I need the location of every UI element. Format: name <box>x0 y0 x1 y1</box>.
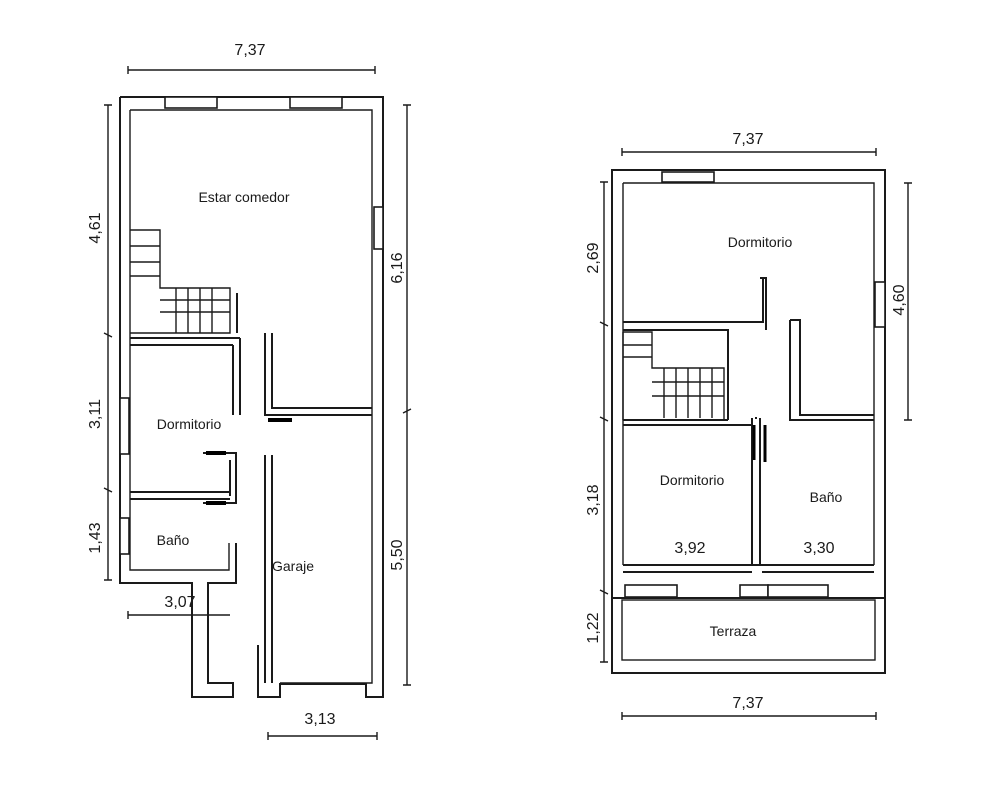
ground-room-bedroom: Dormitorio <box>157 416 222 432</box>
upper-window-bedroom <box>624 584 678 598</box>
ground-floor-plan: Estar comedor Dormitorio Baño Garaje 7,3… <box>87 42 412 740</box>
upper-dimension-lines <box>599 148 912 720</box>
ground-outer-wall <box>119 96 384 698</box>
ground-inner-wall <box>129 109 373 684</box>
ground-door-bath <box>206 451 226 505</box>
ground-dim-top-width: 7,37 <box>234 42 265 59</box>
ground-staircase <box>130 229 238 334</box>
ground-dim-right-upper: 6,16 <box>389 252 406 283</box>
upper-dim-left-upper: 2,69 <box>585 242 602 273</box>
upper-window-bath <box>767 584 829 598</box>
upper-interior-walls <box>623 277 874 573</box>
ground-room-living: Estar comedor <box>198 189 289 205</box>
upper-terrace-area <box>621 599 876 661</box>
upper-dim-bottom-width: 7,37 <box>732 695 763 712</box>
upper-window-right <box>874 281 886 328</box>
upper-floor-plan: Dormitorio Dormitorio Baño Terraza 7,37 … <box>585 131 912 720</box>
ground-dimension-lines <box>103 66 412 740</box>
ground-room-garage: Garaje <box>272 558 314 574</box>
ground-window-left-bath <box>119 517 130 555</box>
ground-dim-bottom-left: 3,07 <box>164 594 195 611</box>
upper-dim-inner-left: 3,92 <box>674 540 705 557</box>
ground-dim-left-lower: 1,43 <box>87 522 104 553</box>
ground-window-right <box>373 206 384 250</box>
upper-dim-right-upper: 4,60 <box>891 284 908 315</box>
upper-window-middle <box>739 584 769 598</box>
upper-room-bath: Baño <box>810 489 843 505</box>
upper-window-top <box>661 171 715 183</box>
upper-dim-left-middle: 3,18 <box>585 484 602 515</box>
upper-room-bedroom-top: Dormitorio <box>728 234 793 250</box>
ground-dim-right-lower: 5,50 <box>389 539 406 570</box>
upper-door-marks <box>752 425 767 462</box>
upper-room-terrace: Terraza <box>710 623 757 639</box>
ground-dim-left-upper: 4,61 <box>87 212 104 243</box>
ground-window-left-bedroom <box>119 397 130 455</box>
ground-dim-left-middle: 3,11 <box>87 399 104 429</box>
ground-room-bath: Baño <box>157 532 190 548</box>
upper-room-bedroom-left: Dormitorio <box>660 472 725 488</box>
upper-dim-top-width: 7,37 <box>732 131 763 148</box>
upper-staircase <box>622 331 725 420</box>
ground-interior-walls <box>130 333 372 683</box>
ground-window-top-right <box>289 96 343 109</box>
ground-window-top-left <box>164 96 218 109</box>
upper-dim-inner-right: 3,30 <box>803 540 834 557</box>
ground-dim-bottom-right: 3,13 <box>304 711 335 728</box>
upper-dim-left-lower: 1,22 <box>585 612 602 643</box>
